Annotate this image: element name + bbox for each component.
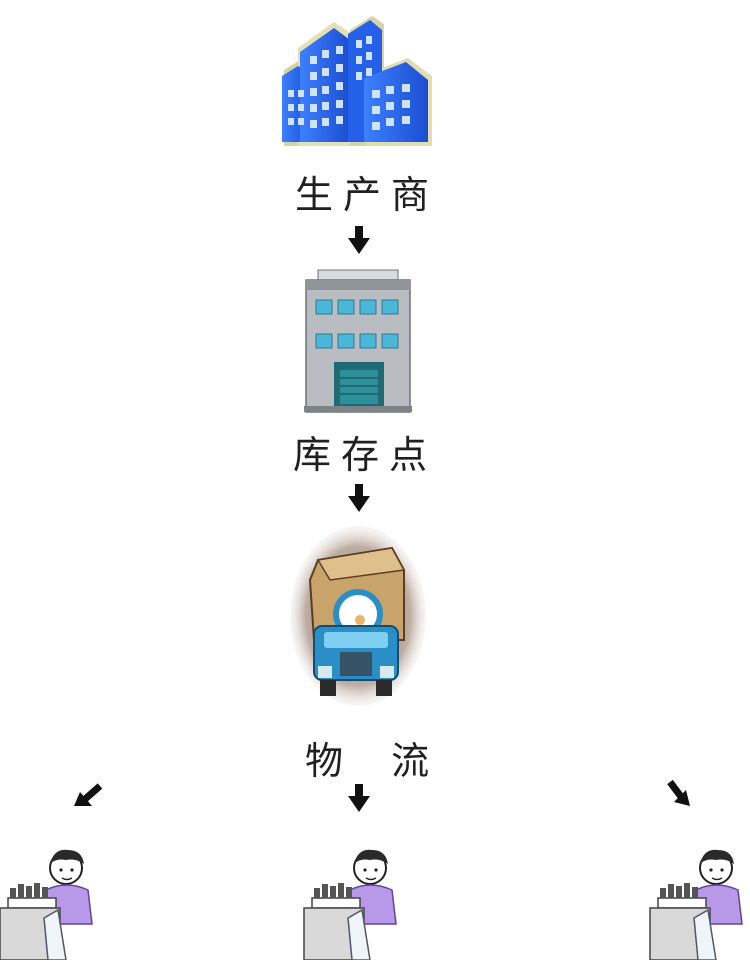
retailer-person-at-counter-icon bbox=[0, 849, 93, 961]
node-label-logistics: 物 流 bbox=[305, 739, 448, 783]
node-label-warehouse: 库存点 bbox=[292, 433, 437, 477]
arrow-down-icon bbox=[348, 484, 370, 512]
retailer-person-at-counter-icon bbox=[649, 849, 743, 961]
arrow-down-left-icon bbox=[74, 783, 103, 806]
retailer-person-at-counter-icon bbox=[303, 849, 397, 961]
arrow-down-right-icon bbox=[667, 779, 690, 806]
node-label-producer: 生产商 bbox=[294, 173, 439, 217]
delivery-truck-icon bbox=[290, 526, 426, 706]
arrow-down-icon bbox=[348, 226, 370, 254]
arrow-down-icon bbox=[348, 784, 370, 812]
warehouse-building-icon bbox=[304, 269, 412, 413]
office-buildings-icon bbox=[282, 16, 432, 146]
